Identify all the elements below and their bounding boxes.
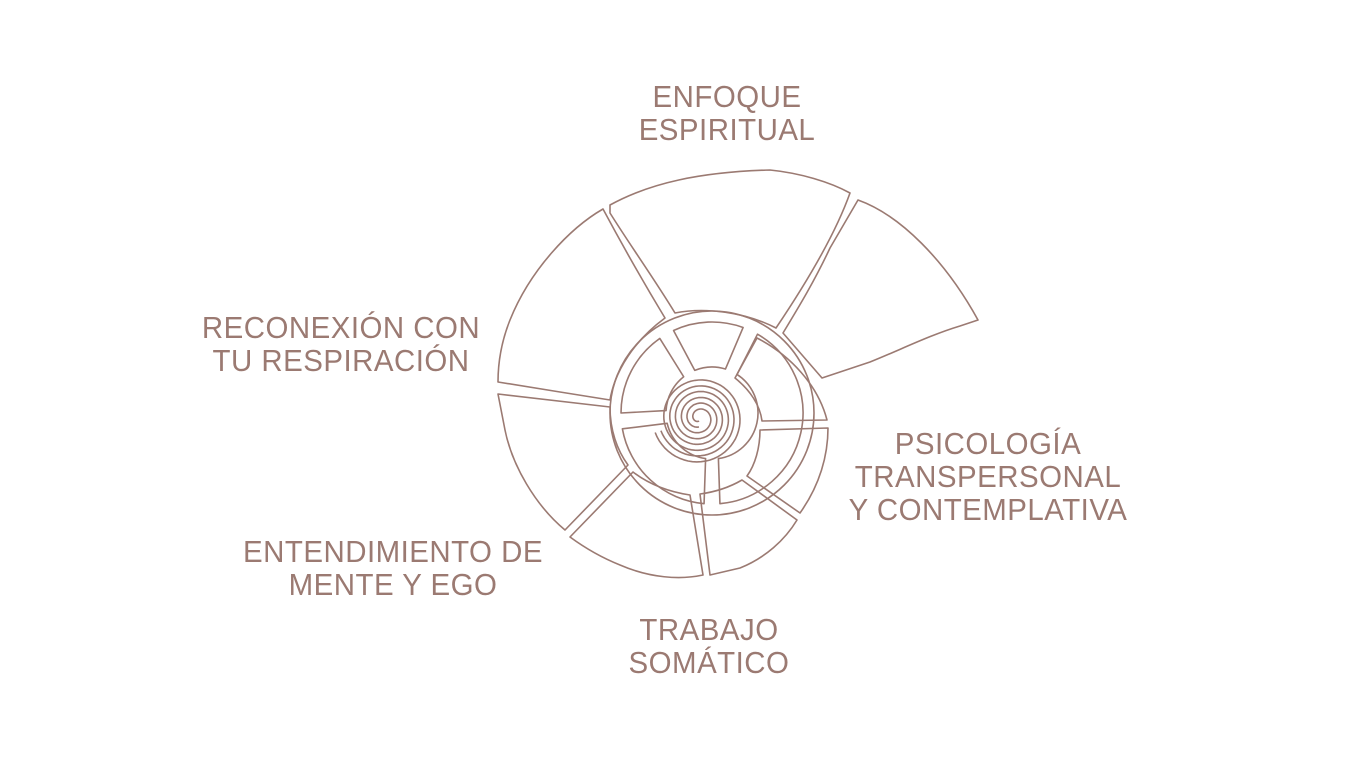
spiral-center xyxy=(654,379,741,463)
shell-segment-top-right xyxy=(782,199,979,379)
shell-segment-top xyxy=(609,169,851,329)
label-line: SOMÁTICO xyxy=(628,645,790,680)
inner-ring-segment xyxy=(621,422,707,505)
label-line: TRABAJO xyxy=(639,612,779,647)
label-line: ENFOQUE xyxy=(652,79,802,114)
shell-segment-bottom xyxy=(699,479,798,576)
label-line: RECONEXIÓN CON xyxy=(201,310,481,345)
inner-ring xyxy=(609,310,815,516)
shell-segment-left xyxy=(497,393,629,531)
label-mind-ego: ENTENDIMIENTO DE MENTE Y EGO xyxy=(184,535,602,601)
label-line: ENTENDIMIENTO DE xyxy=(243,534,543,569)
label-somatic-work: TRABAJO SOMÁTICO xyxy=(500,613,918,679)
shell-segment-right-lower xyxy=(746,427,829,514)
label-line: MENTE Y EGO xyxy=(288,567,498,602)
inner-ring-segment xyxy=(672,321,744,372)
label-spiritual-approach: ENFOQUE ESPIRITUAL xyxy=(518,80,936,146)
label-line: PSICOLOGÍA xyxy=(894,426,1082,461)
label-line: ESPIRITUAL xyxy=(638,112,816,147)
label-line: TU RESPIRACIÓN xyxy=(212,343,470,378)
spiral-center-inner xyxy=(660,385,735,457)
label-breathing: RECONEXIÓN CON TU RESPIRACIÓN xyxy=(132,311,550,377)
label-transpersonal-psychology: PSICOLOGÍA TRANSPERSONAL Y CONTEMPLATIVA xyxy=(779,427,1197,526)
shell-segment-right xyxy=(734,337,828,422)
middle-ring xyxy=(609,310,815,516)
shell-segment-upper-left xyxy=(497,208,666,401)
label-line: Y CONTEMPLATIVA xyxy=(848,492,1128,527)
label-line: TRANSPERSONAL xyxy=(854,459,1122,494)
inner-ring-segment xyxy=(717,333,804,505)
